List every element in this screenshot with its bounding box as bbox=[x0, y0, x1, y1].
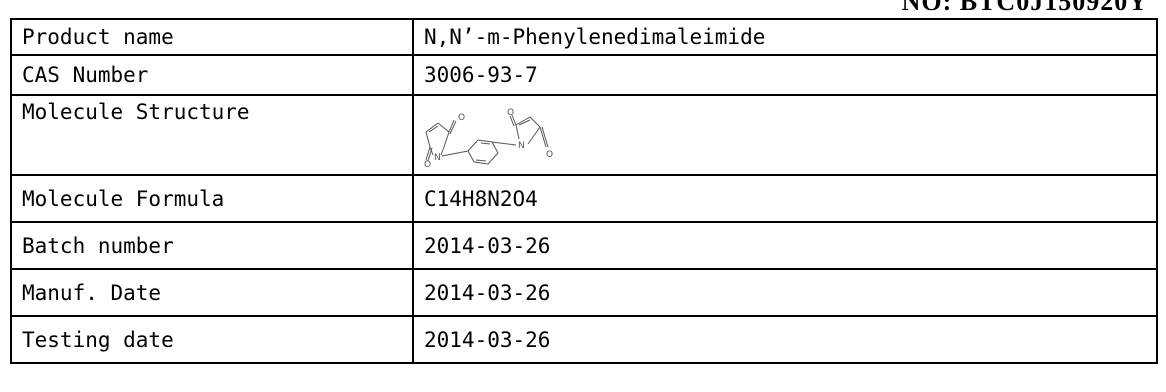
product-name-label: Product name bbox=[10, 18, 414, 56]
product-name-value: N,N’-m-Phenylenedimaleimide bbox=[412, 18, 1158, 56]
molecule-formula-value: C14H8N2O4 bbox=[412, 174, 1158, 223]
cas-number-value: 3006-93-7 bbox=[412, 54, 1158, 96]
molecule-structure-cell: O N O O N O bbox=[412, 94, 1158, 176]
table-row: Testing date 2014-03-26 bbox=[10, 315, 1158, 364]
table-row: CAS Number 3006-93-7 bbox=[10, 54, 1158, 96]
molecule-formula-label: Molecule Formula bbox=[10, 174, 414, 223]
manuf-date-value: 2014-03-26 bbox=[412, 268, 1158, 317]
document-number: NO: BTC0J150920Y bbox=[901, 0, 1148, 16]
batch-number-value: 2014-03-26 bbox=[412, 221, 1158, 270]
table-row: Manuf. Date 2014-03-26 bbox=[10, 268, 1158, 317]
molecule-structure-label: Molecule Structure bbox=[10, 94, 414, 176]
batch-number-label: Batch number bbox=[10, 221, 414, 270]
testing-date-value: 2014-03-26 bbox=[412, 315, 1158, 364]
cas-number-label: CAS Number bbox=[10, 54, 414, 96]
table-row: Product name N,N’-m-Phenylenedimaleimide bbox=[10, 18, 1158, 56]
oxygen-atom-label: O bbox=[458, 113, 465, 123]
oxygen-atom-label: O bbox=[507, 108, 514, 118]
nitrogen-atom-label: N bbox=[518, 141, 525, 151]
nitrogen-atom-label: N bbox=[434, 153, 441, 163]
product-spec-table: Product name N,N’-m-Phenylenedimaleimide… bbox=[10, 18, 1158, 364]
table-row: Batch number 2014-03-26 bbox=[10, 221, 1158, 270]
oxygen-atom-label: O bbox=[424, 160, 431, 167]
table-row: Molecule Formula C14H8N2O4 bbox=[10, 174, 1158, 223]
oxygen-atom-label: O bbox=[546, 150, 553, 160]
testing-date-label: Testing date bbox=[10, 315, 414, 364]
molecule-structure-diagram: O N O O N O bbox=[424, 108, 553, 167]
manuf-date-label: Manuf. Date bbox=[10, 268, 414, 317]
table-row: Molecule Structure bbox=[10, 94, 1158, 176]
